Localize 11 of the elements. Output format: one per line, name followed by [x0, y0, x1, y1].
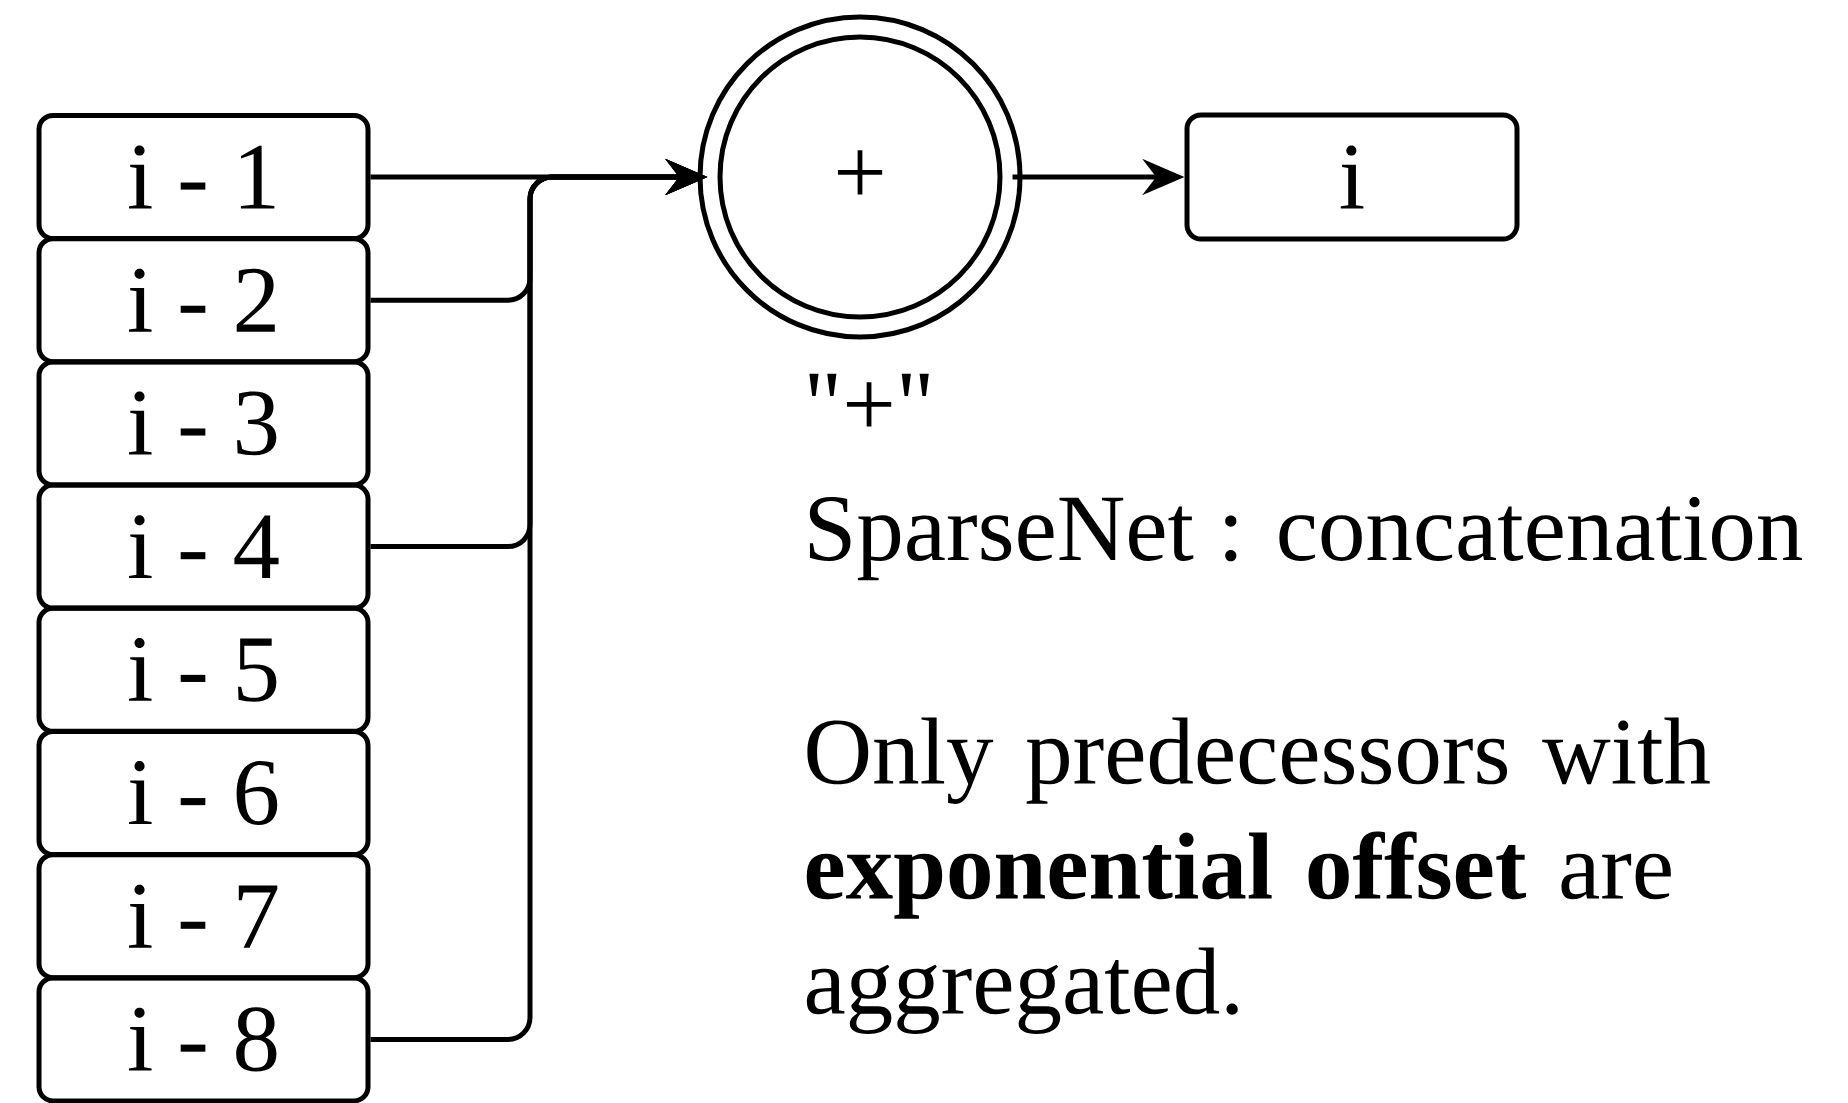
block-box: i - 4 [36, 482, 371, 611]
block-box: i [1184, 112, 1520, 242]
note-text: SparseNet : concatenation [809, 497, 1802, 581]
block-box: i - 3 [36, 359, 371, 488]
note-text: Only predecessors with exponential offset are aggregated. [806, 717, 1710, 1034]
block-box: i - 5 [36, 605, 371, 734]
block-box: i - 8 [36, 975, 371, 1103]
block-box: i - 1 [36, 113, 371, 241]
block-box: i - 6 [36, 729, 371, 857]
block-box: i - 2 [36, 236, 371, 365]
block-box: i - 7 [36, 852, 371, 981]
